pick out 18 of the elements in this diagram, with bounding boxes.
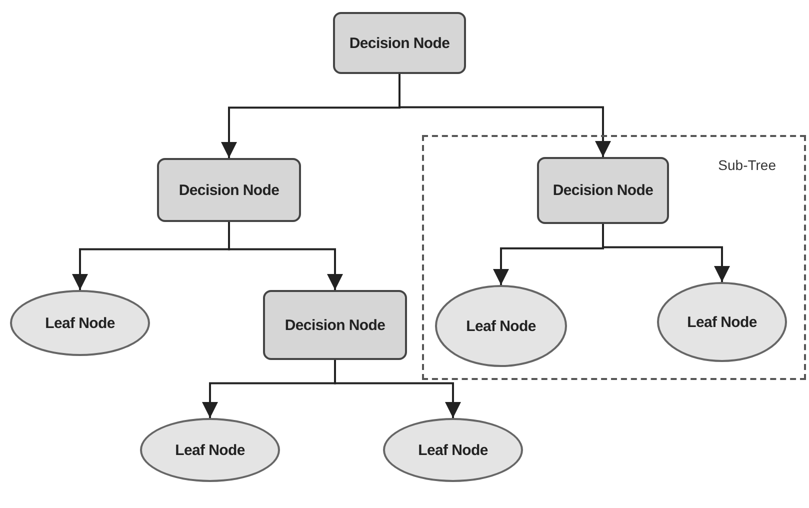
decision-box <box>157 158 301 222</box>
node-label: Leaf Node <box>418 442 488 458</box>
decision-box <box>333 12 466 74</box>
decision-box <box>537 157 669 224</box>
arrow <box>398 74 611 157</box>
node-label: Decision Node <box>284 316 386 334</box>
group-label: Sub-Tree <box>718 157 776 173</box>
node-label: Leaf Node <box>45 314 115 332</box>
node-label: Leaf Node <box>466 318 536 334</box>
node-label: Decision Node <box>349 34 450 52</box>
node-label: Decision Node <box>552 182 654 199</box>
decision-box <box>263 290 407 360</box>
node-label: Decision Node <box>178 182 280 198</box>
node-label: Leaf Node <box>175 442 245 458</box>
arrow <box>602 224 730 282</box>
arrow <box>228 222 343 290</box>
subtree-region <box>422 135 806 380</box>
node-label: Leaf Node <box>687 314 757 330</box>
